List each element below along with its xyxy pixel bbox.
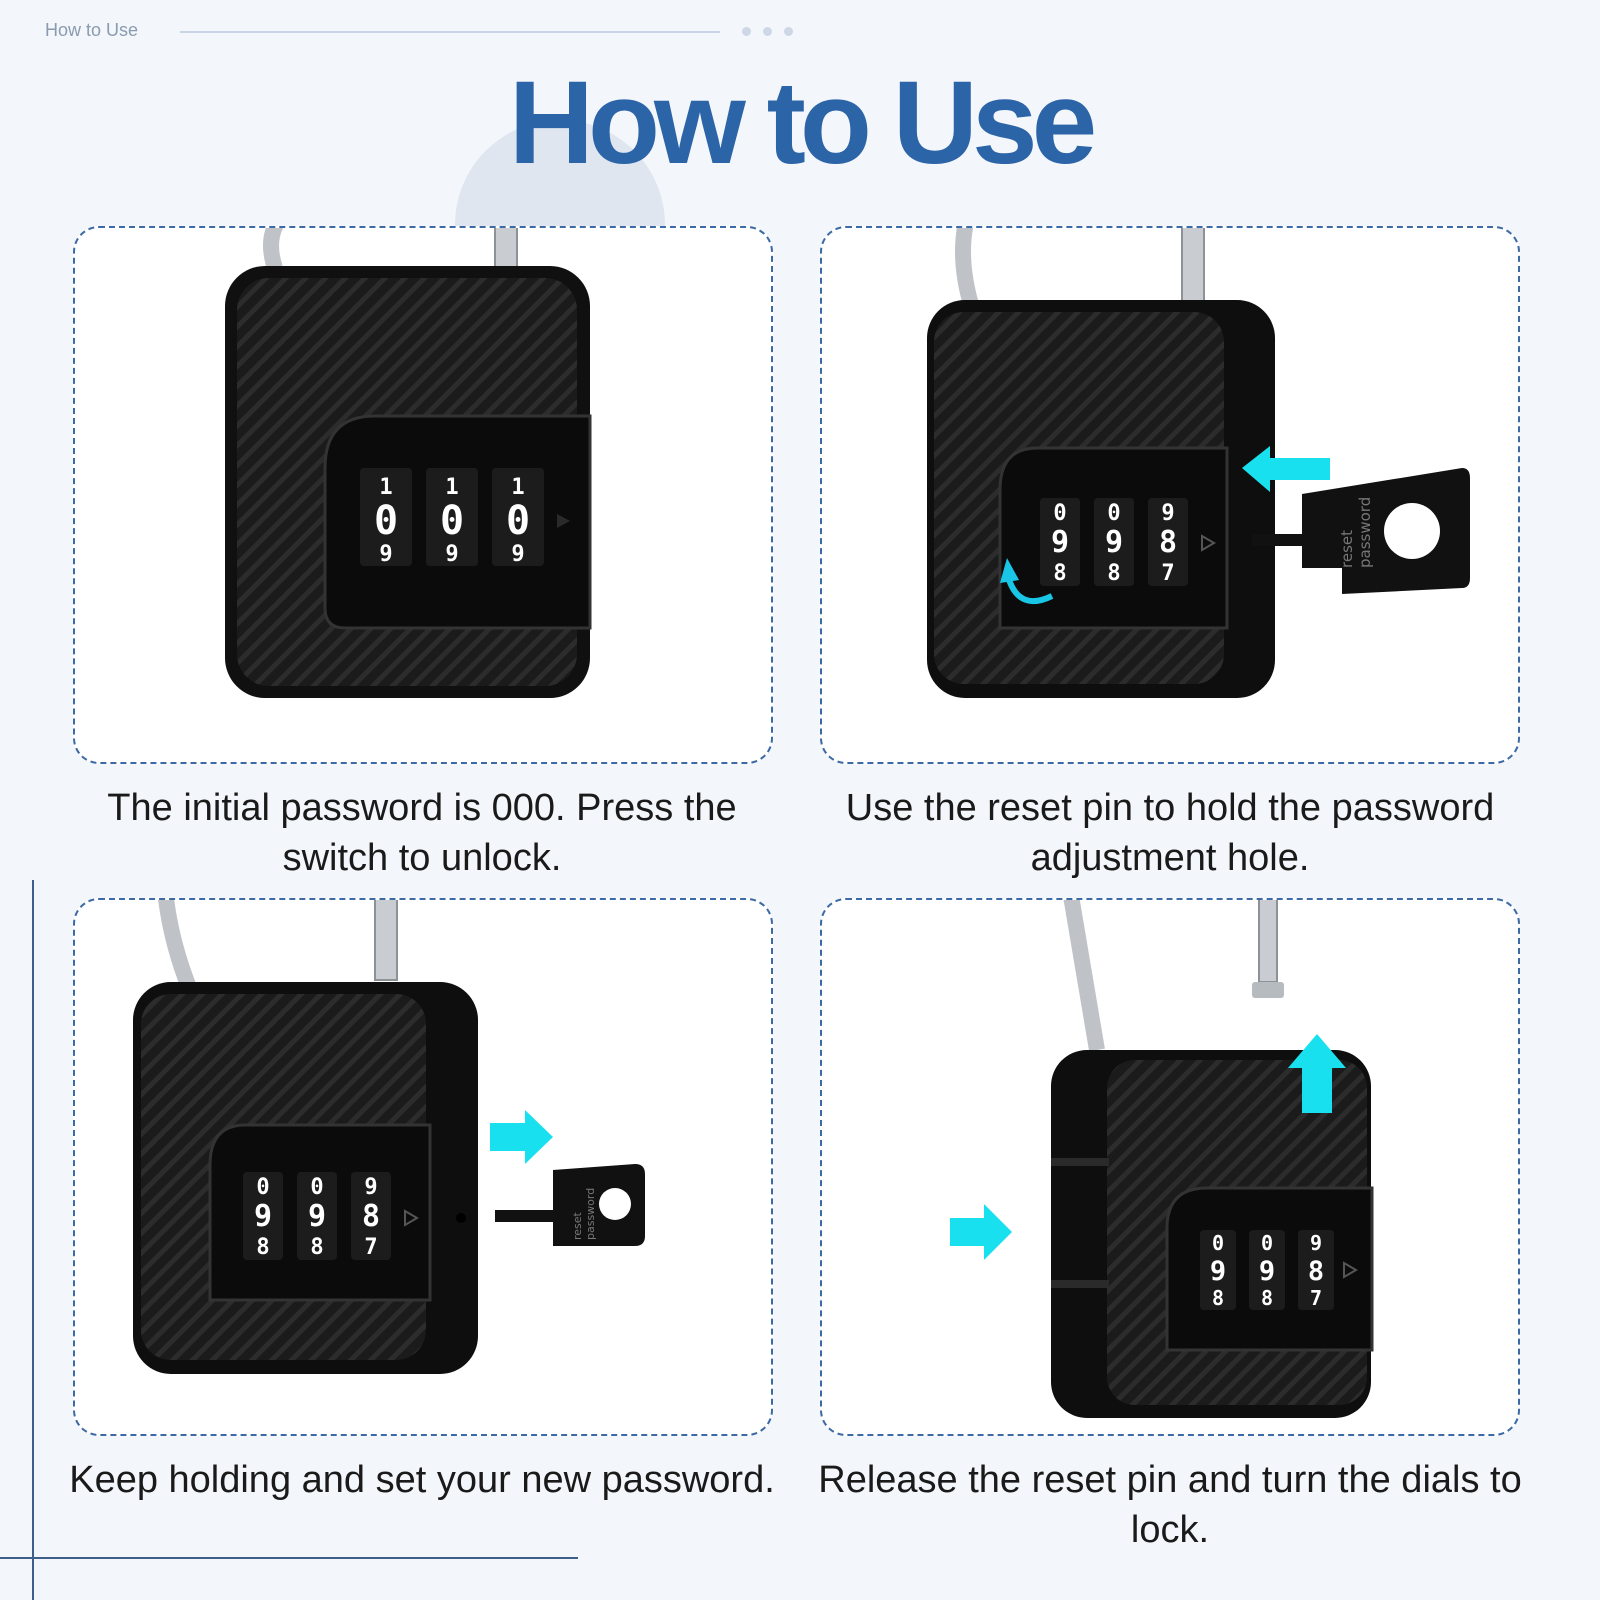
dial-digit: 9 xyxy=(1259,1256,1275,1287)
shackle-pin xyxy=(1181,228,1205,309)
dial-digit: 0 xyxy=(1261,1231,1273,1255)
dial-digit: 0 xyxy=(374,498,398,544)
dial-digit: 1 xyxy=(379,475,392,500)
dial-1[interactable] xyxy=(1040,498,1080,586)
dial-digit: 9 xyxy=(308,1199,326,1234)
dial-digit: 0 xyxy=(256,1175,269,1200)
dial-digit: 1 xyxy=(445,475,458,500)
key-hole xyxy=(599,1188,631,1220)
dial-digit: 9 xyxy=(1310,1231,1322,1255)
left-arrow-icon xyxy=(1242,446,1330,492)
pagination-dots xyxy=(742,27,793,36)
dial-digit: 7 xyxy=(1310,1286,1322,1310)
dial-digit: 0 xyxy=(310,1175,323,1200)
reset-pin-shaft xyxy=(495,1210,555,1222)
dial-1[interactable] xyxy=(1200,1230,1236,1310)
dial-digit: 0 xyxy=(440,498,464,544)
dial-digit: 9 xyxy=(445,542,458,567)
dial-digit: 8 xyxy=(362,1199,380,1234)
left-accent-line xyxy=(32,880,34,1600)
dial-2[interactable] xyxy=(297,1172,337,1260)
right-arrow-icon xyxy=(950,1204,1012,1260)
key-label: password xyxy=(584,1188,597,1240)
dial-digit: 9 xyxy=(254,1199,272,1234)
cable xyxy=(158,900,198,993)
key-label: reset xyxy=(571,1211,584,1240)
dial-1[interactable] xyxy=(243,1172,283,1260)
dial-digit: 0 xyxy=(506,498,530,544)
triangle-indicator-icon xyxy=(1343,1261,1358,1279)
dial-digit: 9 xyxy=(379,542,392,567)
bottom-accent-line xyxy=(0,1557,578,1559)
reset-pin-shaft xyxy=(1252,534,1302,546)
cable xyxy=(1063,900,1105,1052)
key-hole xyxy=(1384,503,1440,559)
section-label: How to Use xyxy=(45,20,139,40)
dial-digit: 8 xyxy=(1159,525,1177,560)
key-label: reset xyxy=(1338,530,1356,568)
header-divider xyxy=(180,31,720,33)
dial-2[interactable] xyxy=(426,468,478,566)
shackle-pin xyxy=(374,900,398,981)
dial-digit: 8 xyxy=(256,1235,269,1260)
triangle-indicator-icon xyxy=(404,1209,419,1227)
page-title: How to Use xyxy=(508,57,1098,189)
step-3-image: 0 9 8 0 9 8 9 8 7 reset password xyxy=(73,898,773,1436)
dial-digit: 9 xyxy=(511,542,524,567)
dial-digit: 0 xyxy=(1212,1231,1224,1255)
dial-2[interactable] xyxy=(1249,1230,1285,1310)
step-2-image: 0 9 8 0 9 8 9 8 7 reset password xyxy=(820,226,1520,764)
dial-digit: 0 xyxy=(1053,501,1066,526)
step-2-caption: Use the reset pin to hold the password a… xyxy=(845,787,1495,879)
step-4-caption: Release the reset pin and turn the dials… xyxy=(818,1459,1522,1551)
reset-key xyxy=(553,1164,645,1246)
dial-1[interactable] xyxy=(360,468,412,566)
right-arrow-icon xyxy=(490,1110,553,1164)
cable xyxy=(955,228,980,311)
dial-digit: 8 xyxy=(1308,1256,1324,1287)
dial-digit: 0 xyxy=(1107,501,1120,526)
step-1-image: 1 0 9 1 0 9 1 0 9 xyxy=(73,226,773,764)
dial-digit: 9 xyxy=(1051,525,1069,560)
dial-digit: 9 xyxy=(364,1175,377,1200)
step-4-image: 0 9 8 0 9 8 9 8 7 xyxy=(820,898,1520,1436)
dial-digit: 8 xyxy=(1053,561,1066,586)
dial-digit: 8 xyxy=(1261,1286,1273,1310)
cable xyxy=(263,228,284,271)
dial-digit: 1 xyxy=(511,475,524,500)
shackle-pin xyxy=(1258,900,1278,983)
dial-digit: 7 xyxy=(1161,561,1174,586)
step-1-caption: The initial password is 000. Press the s… xyxy=(107,787,737,879)
dial-3[interactable] xyxy=(1148,498,1188,586)
step-3-caption: Keep holding and set your new password. xyxy=(69,1459,775,1501)
up-arrow-icon xyxy=(1288,1034,1346,1113)
triangle-indicator-icon xyxy=(557,514,570,528)
dial-digit: 9 xyxy=(1210,1256,1226,1287)
dial-3[interactable] xyxy=(351,1172,391,1260)
dial-2[interactable] xyxy=(1094,498,1134,586)
dial-digit: 8 xyxy=(1107,561,1120,586)
dial-digit: 9 xyxy=(1161,501,1174,526)
dial-digit: 9 xyxy=(1105,525,1123,560)
triangle-indicator-icon xyxy=(1201,534,1216,552)
dial-3[interactable] xyxy=(1298,1230,1334,1310)
dial-digit: 8 xyxy=(310,1235,323,1260)
dial-digit: 7 xyxy=(364,1235,377,1260)
dial-3[interactable] xyxy=(492,468,544,566)
dial-digit: 8 xyxy=(1212,1286,1224,1310)
key-label: password xyxy=(1356,497,1374,568)
